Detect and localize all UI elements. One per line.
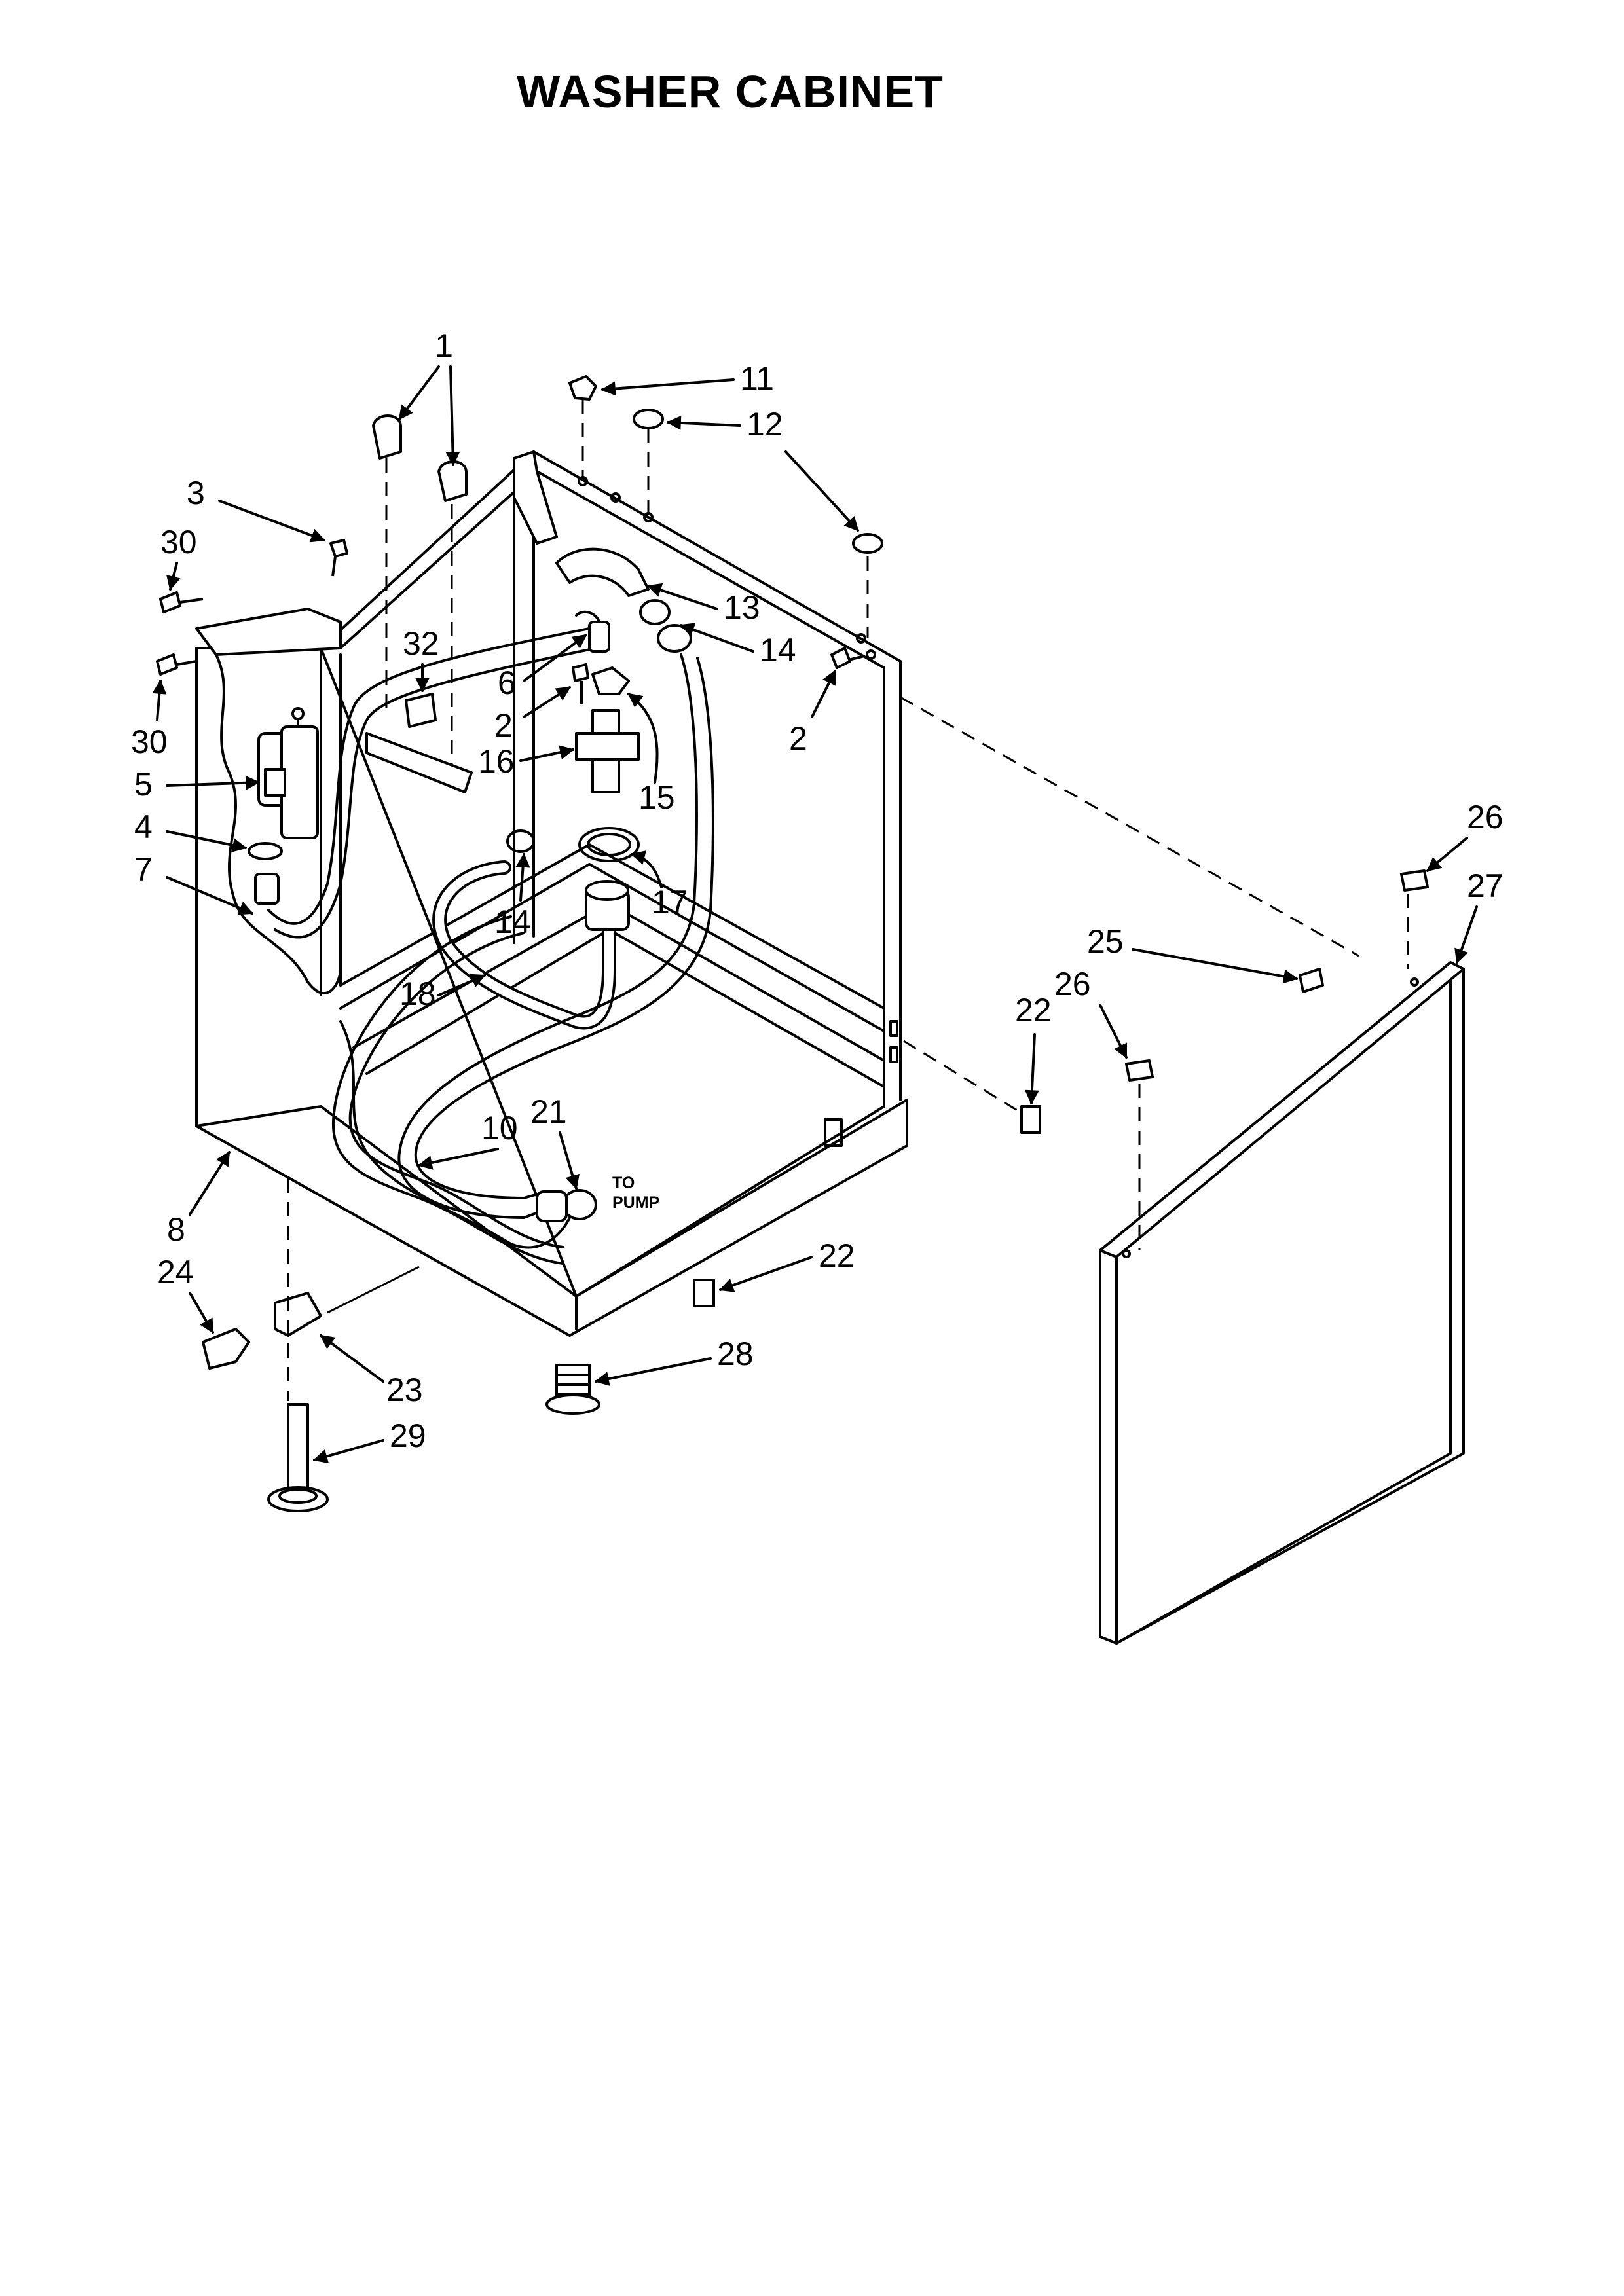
- callout-2b: 2: [789, 720, 807, 757]
- part-2-screw-right: [830, 647, 865, 669]
- part-26-clip-mid: [1125, 1059, 1154, 1082]
- hose-right: [397, 653, 698, 1219]
- part-25-clip: [1299, 968, 1324, 993]
- part-2-screw-mid: [572, 663, 589, 704]
- callout-5: 5: [134, 766, 153, 803]
- callout-3: 3: [187, 475, 205, 511]
- callout-14a: 14: [760, 632, 796, 668]
- part-24-clip: [202, 1328, 250, 1370]
- callout-11: 11: [740, 360, 774, 397]
- part-26-clip-top: [1400, 869, 1429, 892]
- part-32-bracket: [405, 693, 437, 728]
- callout-26a: 26: [1467, 799, 1504, 835]
- callouts: 1 11 12 3 30 13 14 32 6 2 30 2: [131, 327, 1504, 1464]
- small-parts: [156, 375, 1429, 1512]
- part-1-clip-b: [437, 460, 468, 502]
- callout-2a: 2: [494, 707, 513, 744]
- callout-22a: 22: [1015, 992, 1052, 1029]
- callout-27: 27: [1467, 867, 1504, 904]
- part-6-connector: [588, 621, 610, 653]
- part-7-fitting: [254, 873, 280, 905]
- part-30-screw-b: [156, 653, 197, 676]
- callout-25: 25: [1087, 923, 1124, 960]
- callout-15: 15: [638, 779, 675, 816]
- part-23-bracket: [274, 1292, 322, 1337]
- callout-23: 23: [386, 1372, 423, 1408]
- part-14-clamp-top: [639, 599, 671, 625]
- callout-7: 7: [134, 851, 153, 888]
- callout-21: 21: [530, 1093, 567, 1130]
- part-27-front-panel: [1099, 961, 1465, 1645]
- page-title: WASHER CABINET: [517, 66, 944, 117]
- part-16-valve: [575, 732, 640, 761]
- part-12-plug-a: [633, 409, 664, 429]
- callout-32: 32: [403, 625, 439, 662]
- part-13-elbow: [555, 547, 650, 597]
- callout-24: 24: [157, 1254, 194, 1290]
- callout-17: 17: [652, 884, 688, 920]
- part-30-screw-a: [159, 591, 204, 613]
- callout-1: 1: [435, 327, 453, 364]
- part-10-fitting: [536, 1190, 568, 1222]
- callout-14b: 14: [494, 903, 531, 940]
- part-5-inlet-valve: [257, 707, 319, 839]
- part-3-screw: [329, 539, 348, 577]
- callout-4: 4: [134, 809, 153, 845]
- part-28-foot: [545, 1364, 600, 1415]
- callout-8: 8: [167, 1211, 185, 1248]
- part-11-nut: [568, 375, 597, 401]
- part-1-clip-a: [372, 414, 402, 460]
- part-4-washer: [248, 842, 283, 860]
- callout-22b: 22: [819, 1237, 855, 1274]
- callout-13: 13: [724, 589, 760, 626]
- part-29-leg: [267, 1403, 329, 1512]
- to-pump-note-line2: PUMP: [612, 1194, 659, 1212]
- callout-30b: 30: [131, 723, 168, 760]
- callout-10: 10: [481, 1110, 518, 1146]
- part-14-clamp-mid: [506, 829, 535, 853]
- callout-18: 18: [399, 975, 436, 1012]
- part-22-clip-right: [1020, 1105, 1041, 1134]
- callout-30a: 30: [160, 524, 197, 560]
- part-21-clamp: [562, 1189, 597, 1220]
- callout-12: 12: [747, 406, 783, 443]
- part-22-clip-bottom: [693, 1279, 715, 1307]
- callout-29: 29: [390, 1417, 426, 1454]
- callout-6: 6: [498, 665, 516, 701]
- callout-26b: 26: [1054, 966, 1091, 1002]
- water-hoses: [267, 627, 714, 1265]
- assembly-lines: [287, 399, 1409, 1401]
- callout-16: 16: [478, 743, 515, 780]
- part-15-nozzle: [591, 666, 630, 695]
- to-pump-note-line1: TO: [612, 1174, 635, 1192]
- part-17-ring: [578, 827, 640, 862]
- part-12-plug-b: [852, 533, 883, 554]
- callout-28: 28: [717, 1336, 754, 1372]
